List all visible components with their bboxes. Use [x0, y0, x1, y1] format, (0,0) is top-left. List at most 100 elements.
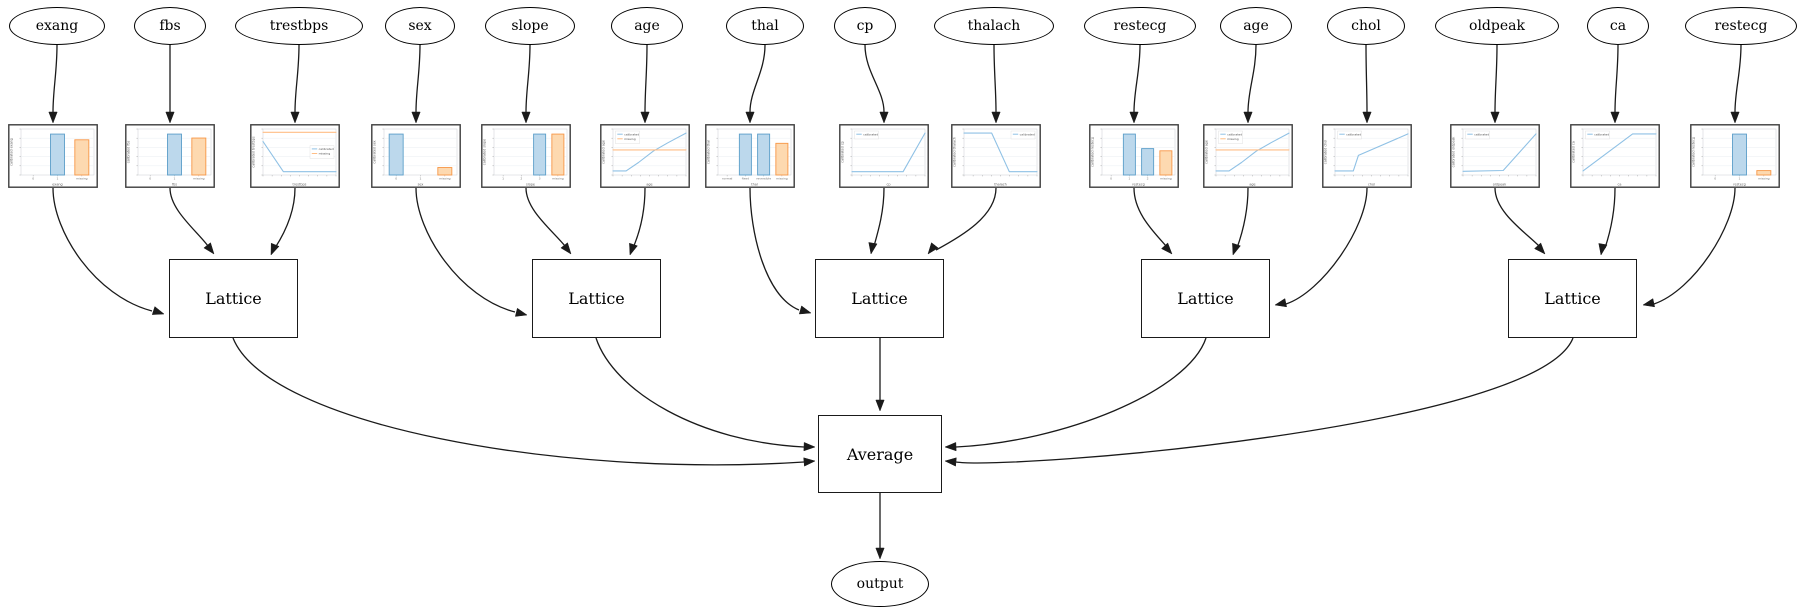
- calibrator-chart-restecg-2: calibrated restecg restecg 0 1 missing: [1690, 124, 1780, 188]
- svg-text:slope: slope: [526, 183, 535, 187]
- feature-node-cp: cp: [834, 7, 896, 45]
- svg-text:calibrated oldpeak: calibrated oldpeak: [1452, 137, 1456, 168]
- svg-text:2: 2: [1147, 177, 1149, 181]
- svg-text:fixed: fixed: [742, 177, 749, 181]
- svg-text:missing: missing: [1758, 177, 1770, 181]
- output-node: output: [831, 561, 929, 607]
- feature-node-age-2: age: [1220, 7, 1292, 45]
- svg-text:reversible: reversible: [756, 177, 771, 181]
- svg-text:calibrated: calibrated: [1594, 132, 1609, 136]
- svg-text:calibrated: calibrated: [863, 132, 878, 136]
- svg-text:calibrated chol: calibrated chol: [1324, 140, 1328, 165]
- lattice-node-5: Lattice: [1508, 259, 1637, 338]
- feature-node-age-1: age: [611, 7, 683, 45]
- svg-text:calibrated: calibrated: [1346, 132, 1361, 136]
- svg-text:calibrated restecg: calibrated restecg: [1091, 137, 1095, 167]
- svg-text:calibrated trestbps: calibrated trestbps: [252, 136, 256, 167]
- svg-text:missing: missing: [776, 177, 788, 181]
- calibrator-chart-thal: calibrated thal thal normal fixed reversible…: [705, 124, 795, 188]
- svg-text:0: 0: [1110, 177, 1112, 181]
- svg-text:thal: thal: [751, 183, 758, 187]
- calibrator-chart-sex: calibrated sex sex 0 1 missing: [371, 124, 461, 188]
- svg-text:fbs: fbs: [172, 183, 177, 187]
- svg-text:0: 0: [1714, 177, 1716, 181]
- calibrator-chart-restecg-1: calibrated restecg restecg 0 1 2 missing: [1089, 124, 1179, 188]
- svg-text:trestbps: trestbps: [293, 183, 307, 187]
- svg-text:normal: normal: [722, 177, 733, 181]
- svg-text:1: 1: [1128, 177, 1130, 181]
- lattice-node-3: Lattice: [815, 259, 944, 338]
- calibrator-chart-ca: calibrated ca ca calibrated: [1570, 124, 1660, 188]
- svg-text:calibrated thal: calibrated thal: [707, 140, 711, 164]
- calibrator-chart-chol: calibrated chol chol calibrated: [1322, 124, 1412, 188]
- svg-text:calibrated: calibrated: [319, 147, 334, 151]
- svg-text:1: 1: [174, 177, 176, 181]
- calibrator-chart-oldpeak: calibrated oldpeak oldpeak calibrated: [1450, 124, 1540, 188]
- feature-node-slope: slope: [485, 7, 575, 45]
- calibrator-chart-thalach: calibrated thalach thalach calibrated: [951, 124, 1041, 188]
- feature-node-restecg-1: restecg: [1084, 7, 1196, 45]
- feature-node-chol: chol: [1327, 7, 1405, 45]
- svg-text:missing: missing: [1160, 177, 1172, 181]
- svg-text:missing: missing: [439, 177, 451, 181]
- feature-node-thal: thal: [726, 7, 804, 45]
- svg-text:0: 0: [32, 177, 34, 181]
- svg-text:missing: missing: [76, 177, 88, 181]
- svg-text:calibrated age: calibrated age: [1205, 140, 1209, 164]
- svg-text:calibrated cp: calibrated cp: [841, 141, 845, 163]
- feature-node-trestbps: trestbps: [235, 7, 363, 45]
- svg-text:calibrated exang: calibrated exang: [10, 138, 14, 166]
- svg-text:calibrated sex: calibrated sex: [373, 140, 377, 163]
- average-node: Average: [818, 415, 942, 493]
- svg-text:calibrated: calibrated: [1020, 132, 1035, 136]
- svg-text:calibrated restecg: calibrated restecg: [1692, 137, 1696, 167]
- svg-text:calibrated thalach: calibrated thalach: [953, 137, 957, 167]
- svg-text:2: 2: [520, 177, 522, 181]
- svg-text:sex: sex: [418, 183, 424, 187]
- svg-text:calibrated slope: calibrated slope: [483, 139, 487, 165]
- lattice-node-2: Lattice: [532, 259, 661, 338]
- feature-node-sex: sex: [385, 7, 455, 45]
- svg-text:1: 1: [502, 177, 504, 181]
- svg-text:cp: cp: [886, 183, 890, 187]
- svg-text:calibrated: calibrated: [624, 132, 639, 136]
- svg-text:1: 1: [420, 177, 422, 181]
- svg-text:missing: missing: [319, 152, 331, 156]
- svg-text:missing: missing: [552, 177, 564, 181]
- svg-text:calibrated age: calibrated age: [602, 140, 606, 164]
- calibrator-chart-cp: calibrated cp cp calibrated: [839, 124, 929, 188]
- svg-text:age: age: [1249, 183, 1255, 187]
- svg-text:missing: missing: [1227, 137, 1239, 141]
- svg-text:3: 3: [539, 177, 541, 181]
- svg-text:calibrated ca: calibrated ca: [1572, 141, 1576, 162]
- lattice-node-4: Lattice: [1141, 259, 1270, 338]
- svg-text:age: age: [646, 183, 652, 187]
- svg-text:calibrated fbs: calibrated fbs: [127, 140, 131, 163]
- svg-text:ca: ca: [1618, 183, 1622, 187]
- calibrator-chart-slope: calibrated slope slope 1 2 3 missing: [481, 124, 571, 188]
- svg-text:0: 0: [149, 177, 151, 181]
- svg-text:0: 0: [395, 177, 397, 181]
- calibrator-chart-exang: calibrated exang exang 0 1 missing: [8, 124, 98, 188]
- svg-text:missing: missing: [624, 137, 636, 141]
- feature-node-exang: exang: [9, 7, 105, 45]
- svg-text:exang: exang: [52, 183, 62, 187]
- lattice-node-1: Lattice: [169, 259, 298, 338]
- feature-node-fbs: fbs: [134, 7, 206, 45]
- svg-text:restecg: restecg: [1132, 183, 1145, 187]
- svg-text:oldpeak: oldpeak: [1493, 183, 1506, 187]
- svg-text:calibrated: calibrated: [1474, 132, 1489, 136]
- feature-node-ca: ca: [1587, 7, 1649, 45]
- feature-node-oldpeak: oldpeak: [1435, 7, 1559, 45]
- calibrator-chart-fbs: calibrated fbs fbs 0 1 missing: [125, 124, 215, 188]
- svg-text:thalach: thalach: [994, 183, 1007, 187]
- svg-text:1: 1: [1739, 177, 1741, 181]
- svg-text:1: 1: [57, 177, 59, 181]
- svg-text:missing: missing: [193, 177, 205, 181]
- svg-text:restecg: restecg: [1733, 183, 1746, 187]
- svg-text:chol: chol: [1368, 183, 1375, 187]
- feature-node-thalach: thalach: [934, 7, 1054, 45]
